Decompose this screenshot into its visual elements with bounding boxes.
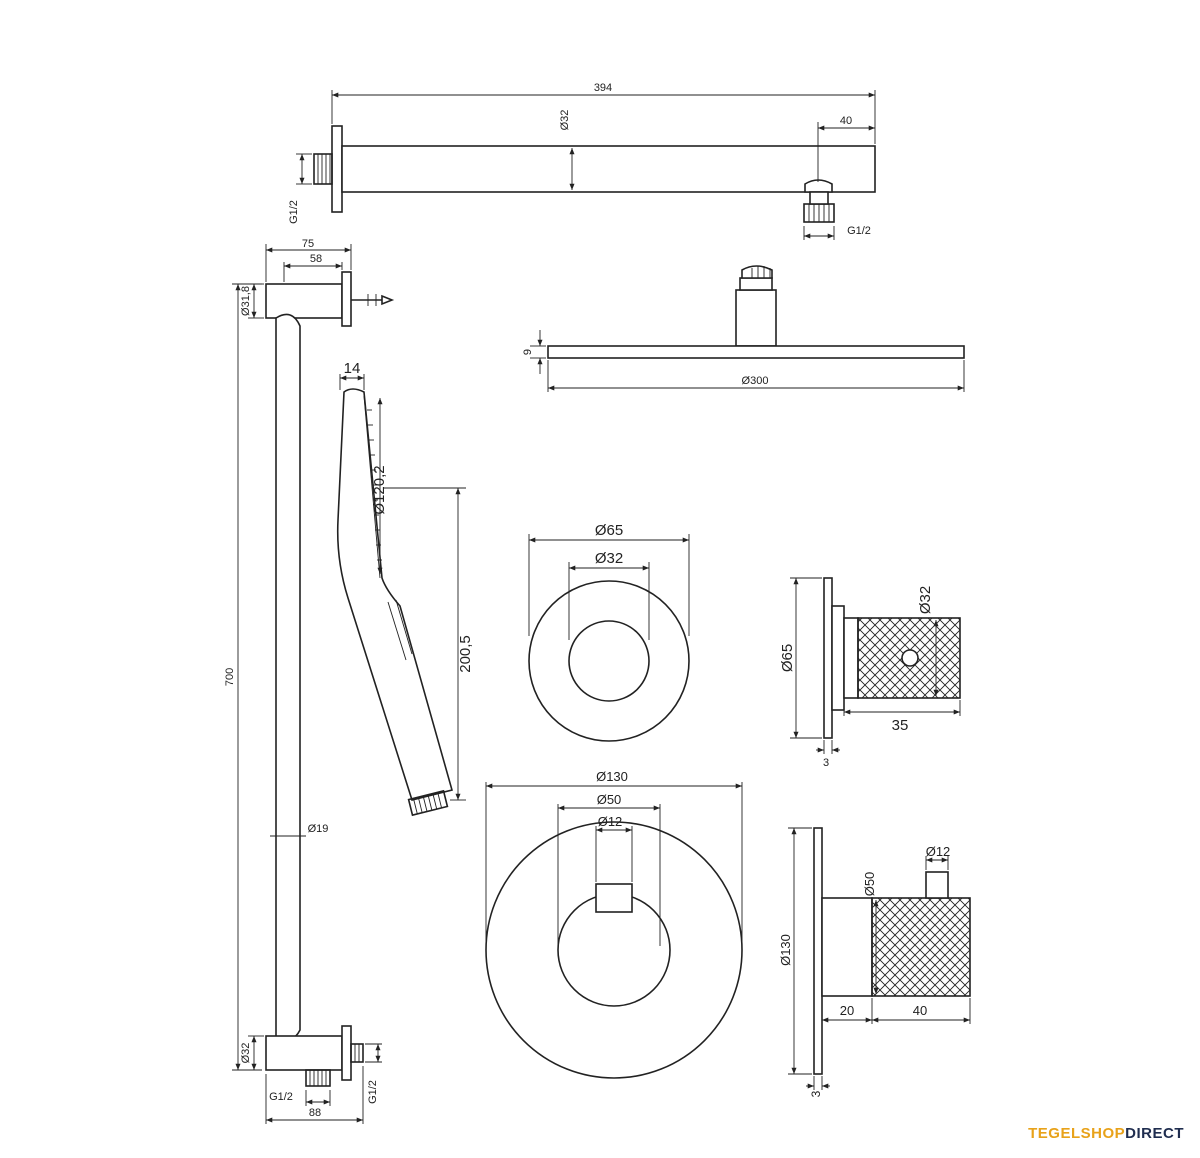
thermostat-side-depth-label: 40: [913, 1003, 927, 1018]
rain-head-connector: [735, 289, 777, 347]
hand-shower: 14 Ø120,2 200,5: [336, 360, 474, 817]
rail-top-width-label: 75: [302, 238, 314, 250]
thermostat-side-plate: [813, 827, 823, 1075]
arm-inlet-thread: [313, 153, 333, 185]
rail-diameter-label: Ø19: [308, 823, 329, 835]
rail-inner-width-label: 58: [310, 253, 322, 265]
hand-shower-head-diameter-label: Ø120,2: [371, 465, 388, 514]
arm-tube: [341, 145, 876, 193]
hand-shower-body: [336, 388, 453, 801]
thermostat-spindle: [595, 883, 633, 913]
rail-bottom-width-label: 88: [309, 1107, 321, 1119]
stop-valve-outer-label: Ø65: [595, 522, 623, 539]
stop-valve-inner-label: Ø32: [595, 550, 623, 567]
rail-top-bracket: [265, 283, 343, 319]
arm-outlet-offset-label: 40: [840, 115, 852, 127]
arm-length-label: 394: [594, 82, 612, 94]
rain-head-diameter-label: Ø300: [742, 375, 769, 387]
brand-part-1: TEGELSHOP: [1028, 1125, 1126, 1142]
rain-head: 9 Ø300: [522, 265, 965, 392]
slide-rail: 75 58 Ø31,8 700 Ø19 Ø32 88 G1/2 G1/2: [224, 238, 395, 1124]
stop-valve-side-plate-label: Ø65: [779, 644, 796, 672]
stop-valve-side: Ø65 Ø32 35 3: [779, 577, 961, 769]
rail-top-diameter-label: Ø31,8: [240, 286, 252, 316]
rail-bottom-bracket: [265, 1035, 343, 1071]
stop-valve-front: Ø65 Ø32: [528, 522, 690, 742]
thermostat-side-plate-label: Ø130: [778, 934, 793, 966]
rain-head-thickness-label: 9: [522, 349, 534, 355]
hand-shower-width-label: 14: [344, 360, 361, 377]
thermostat-outer-label: Ø130: [596, 769, 628, 784]
arm-outlet-thread-label: G1/2: [847, 225, 871, 237]
stop-valve-side-plate: [823, 577, 833, 739]
thermostat-side-offset-label: 20: [840, 1003, 854, 1018]
arm-wall-plate: [331, 125, 343, 213]
stop-valve-side-knob-label: Ø32: [917, 586, 934, 614]
arm-outlet-socket: [804, 179, 833, 193]
thermostat-side-knurl: [871, 897, 971, 997]
thermostat-side-body-label: Ø50: [862, 872, 877, 897]
thermostat-spindle-label: Ø12: [598, 814, 623, 829]
stop-valve-side-depth-label: 35: [892, 717, 909, 734]
arm-diameter-label: Ø32: [559, 110, 571, 131]
rain-head-plate: [547, 345, 965, 359]
thermostat-side-spindle-label: Ø12: [926, 844, 951, 859]
rail-side-thread-label: G1/2: [367, 1080, 379, 1104]
stop-valve-side-thickness-label: 3: [823, 757, 829, 769]
hand-shower-length-label: 200,5: [457, 635, 474, 673]
brand-logo: TEGELSHOPDIRECT: [1028, 1125, 1184, 1142]
thermostat-body-label: Ø50: [597, 792, 622, 807]
rail-bottom-diameter-label: Ø32: [240, 1043, 252, 1064]
brand-part-2: DIRECT: [1125, 1125, 1184, 1142]
shower-arm: 394 Ø32 40 G1/2 G1/2: [288, 82, 876, 240]
thermostat-side-thickness-label: 3: [809, 1090, 823, 1097]
stop-valve-knob: [568, 620, 650, 702]
arm-inlet-thread-label: G1/2: [288, 200, 300, 224]
rail-height-label: 700: [224, 668, 236, 686]
thermostat-side: Ø130 Ø50 Ø12 20 40 3: [778, 827, 971, 1097]
rail-bottom-thread-label: G1/2: [269, 1091, 293, 1103]
thermostat-front: Ø130 Ø50 Ø12: [485, 769, 743, 1079]
rail-tube: [275, 313, 301, 1041]
